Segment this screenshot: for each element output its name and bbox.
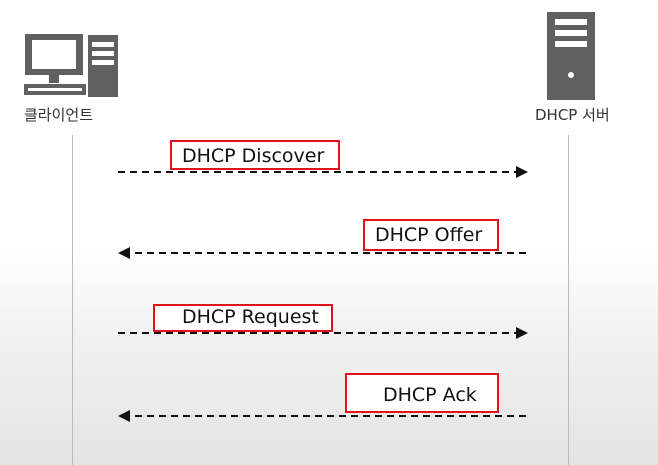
offer-arrowhead [118, 247, 130, 259]
request-arrowhead [516, 327, 528, 339]
ack-message-label: DHCP Ack [345, 373, 499, 413]
client-label: 클라이언트 [24, 106, 94, 124]
ack-arrowhead [118, 410, 130, 422]
server-label: DHCP 서버 [535, 106, 610, 124]
discover-message-label: DHCP Discover [170, 140, 340, 170]
offer-message-label: DHCP Offer [363, 219, 499, 251]
request-message-label: DHCP Request [153, 304, 333, 332]
server-tower-icon [547, 12, 595, 100]
desktop-computer-icon [24, 34, 118, 97]
discover-arrowhead [516, 166, 528, 178]
server-lifeline [568, 135, 569, 465]
client-lifeline [72, 135, 73, 465]
